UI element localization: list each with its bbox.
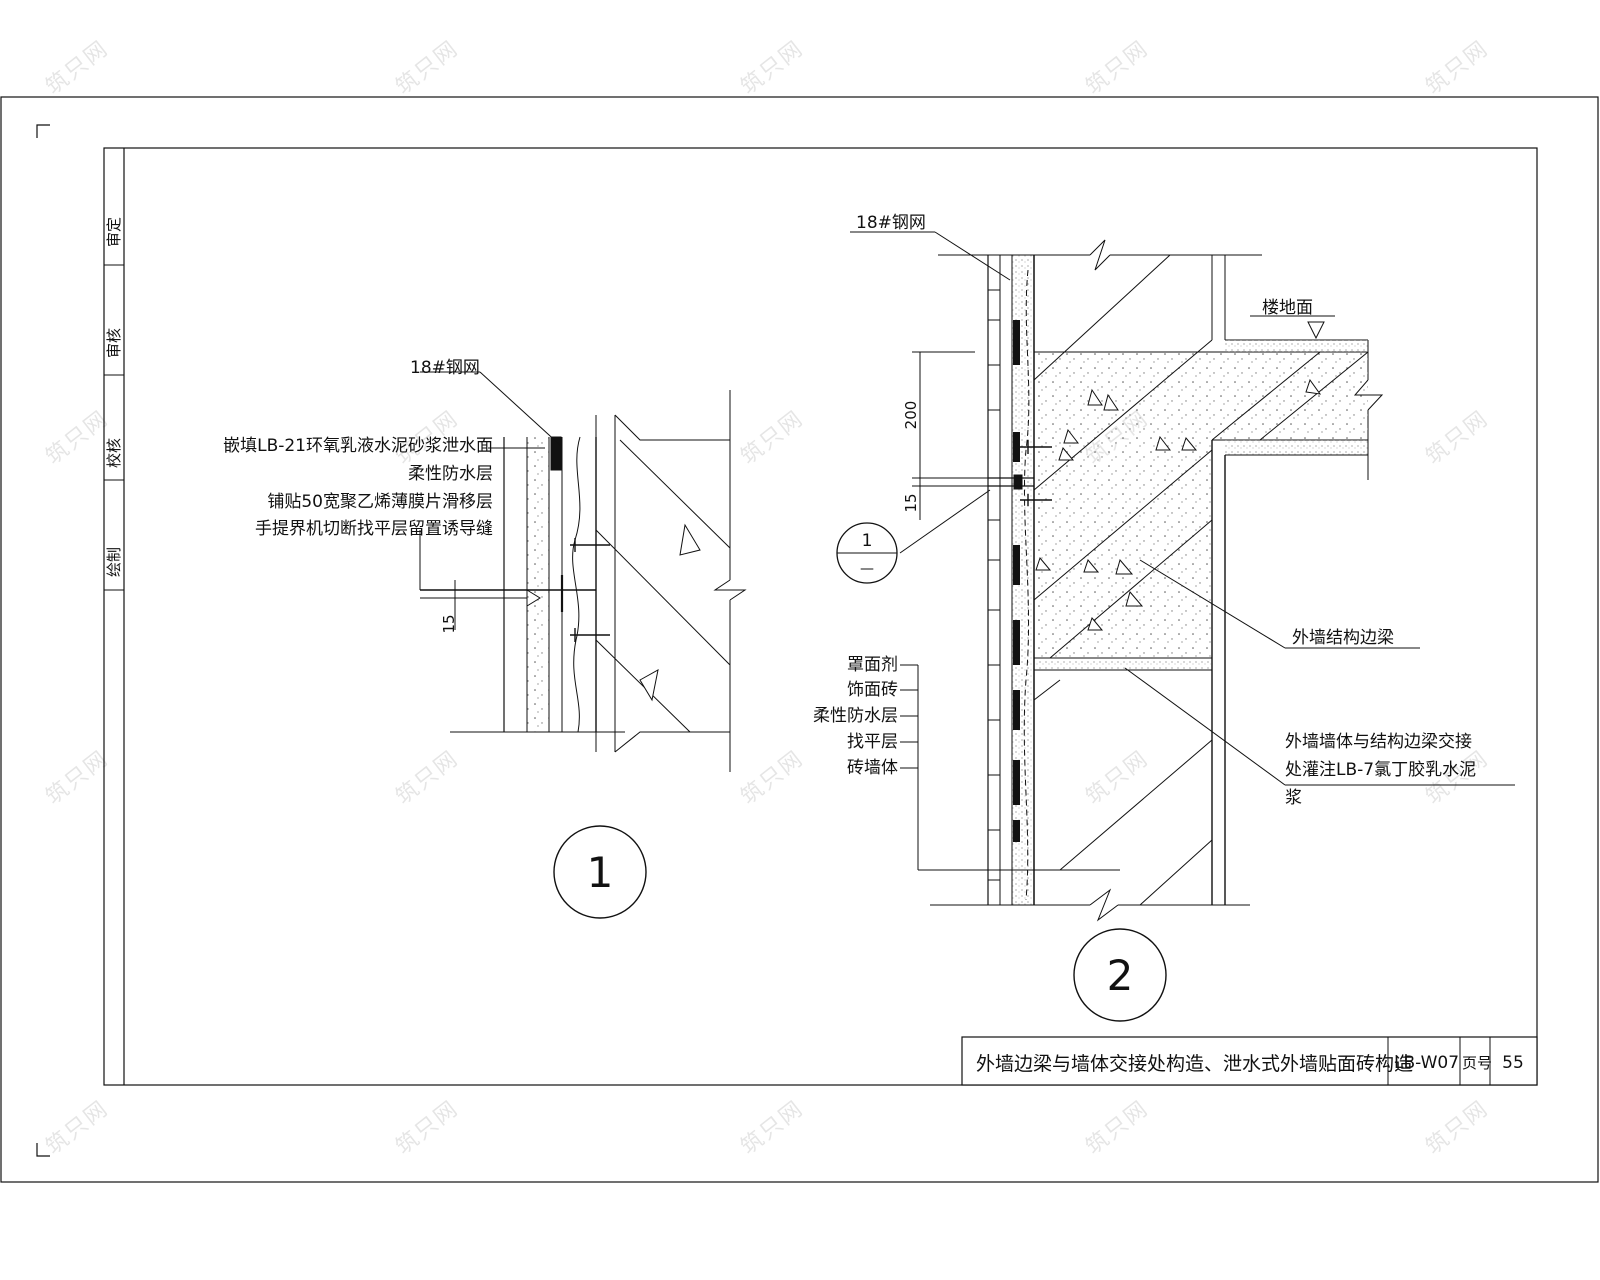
- detail-2-layer-5: 砖墙体: [847, 758, 898, 778]
- side-label-check: 校核: [105, 438, 123, 468]
- detail-1-note-2: 柔性防水层: [408, 464, 493, 484]
- section-reference-bubble: 1 —: [836, 522, 898, 584]
- detail-1-number: 1: [587, 848, 614, 897]
- title-block-page-no: 55: [1502, 1053, 1524, 1073]
- title-block-drawing-no: LB-W07: [1394, 1053, 1459, 1073]
- side-label-approve: 审定: [105, 217, 123, 247]
- detail-2-labels: 18#钢网 楼地面 200 15 罩面剂 饰面砖 柔性防水层 找平层 砖墙体 外…: [813, 213, 1476, 808]
- detail-2-junction-2: 处灌注LB-7氯丁胶乳水泥: [1285, 760, 1476, 780]
- detail-2-beam-label: 外墙结构边梁: [1292, 628, 1394, 648]
- outer-frame: [0, 96, 1599, 1183]
- detail-2: [850, 231, 1515, 922]
- title-block: 外墙边梁与墙体交接处构造、泄水式外墙贴面砖构造 LB-W07 页号 55: [961, 1036, 1538, 1086]
- detail-2-steel-mesh: 18#钢网: [856, 213, 926, 233]
- detail-2-number: 2: [1107, 951, 1134, 1000]
- detail-2-dim-15: 15: [902, 493, 920, 512]
- detail-1: [419, 371, 747, 772]
- section-ref-sub: —: [860, 561, 874, 577]
- side-strip: 审定 审核 校核 绘制: [105, 217, 123, 577]
- side-label-review: 审核: [105, 328, 123, 358]
- detail-2-number-bubble: 2: [1073, 928, 1167, 1022]
- detail-1-note-4: 手提界机切断找平层留置诱导缝: [255, 519, 493, 539]
- detail-1-number-bubble: 1: [553, 825, 647, 919]
- detail-2-junction-1: 外墙墙体与结构边梁交接: [1285, 732, 1472, 752]
- title-block-title: 外墙边梁与墙体交接处构造、泄水式外墙贴面砖构造: [976, 1053, 1413, 1075]
- detail-2-floor-label: 楼地面: [1262, 298, 1313, 318]
- detail-2-layer-2: 饰面砖: [847, 680, 898, 700]
- detail-1-dimension: 15: [440, 614, 458, 633]
- detail-1-steel-mesh: 18#钢网: [410, 358, 480, 378]
- side-label-draw: 绘制: [105, 547, 123, 577]
- detail-2-layer-3: 柔性防水层: [813, 706, 898, 726]
- section-ref-number: 1: [862, 531, 873, 551]
- detail-2-layer-4: 找平层: [847, 732, 898, 752]
- title-block-page-label: 页号: [1462, 1054, 1492, 1072]
- detail-1-note-3: 铺贴50宽聚乙烯薄膜片滑移层: [267, 492, 493, 512]
- detail-1-labels: 18#钢网 嵌填LB-21环氧乳液水泥砂浆泄水面 柔性防水层 铺贴50宽聚乙烯薄…: [223, 358, 493, 634]
- detail-2-layer-1: 罩面剂: [847, 655, 898, 675]
- detail-1-note-1: 嵌填LB-21环氧乳液水泥砂浆泄水面: [223, 436, 493, 456]
- detail-2-dim-200: 200: [902, 401, 920, 430]
- detail-2-junction-3: 浆: [1285, 788, 1302, 808]
